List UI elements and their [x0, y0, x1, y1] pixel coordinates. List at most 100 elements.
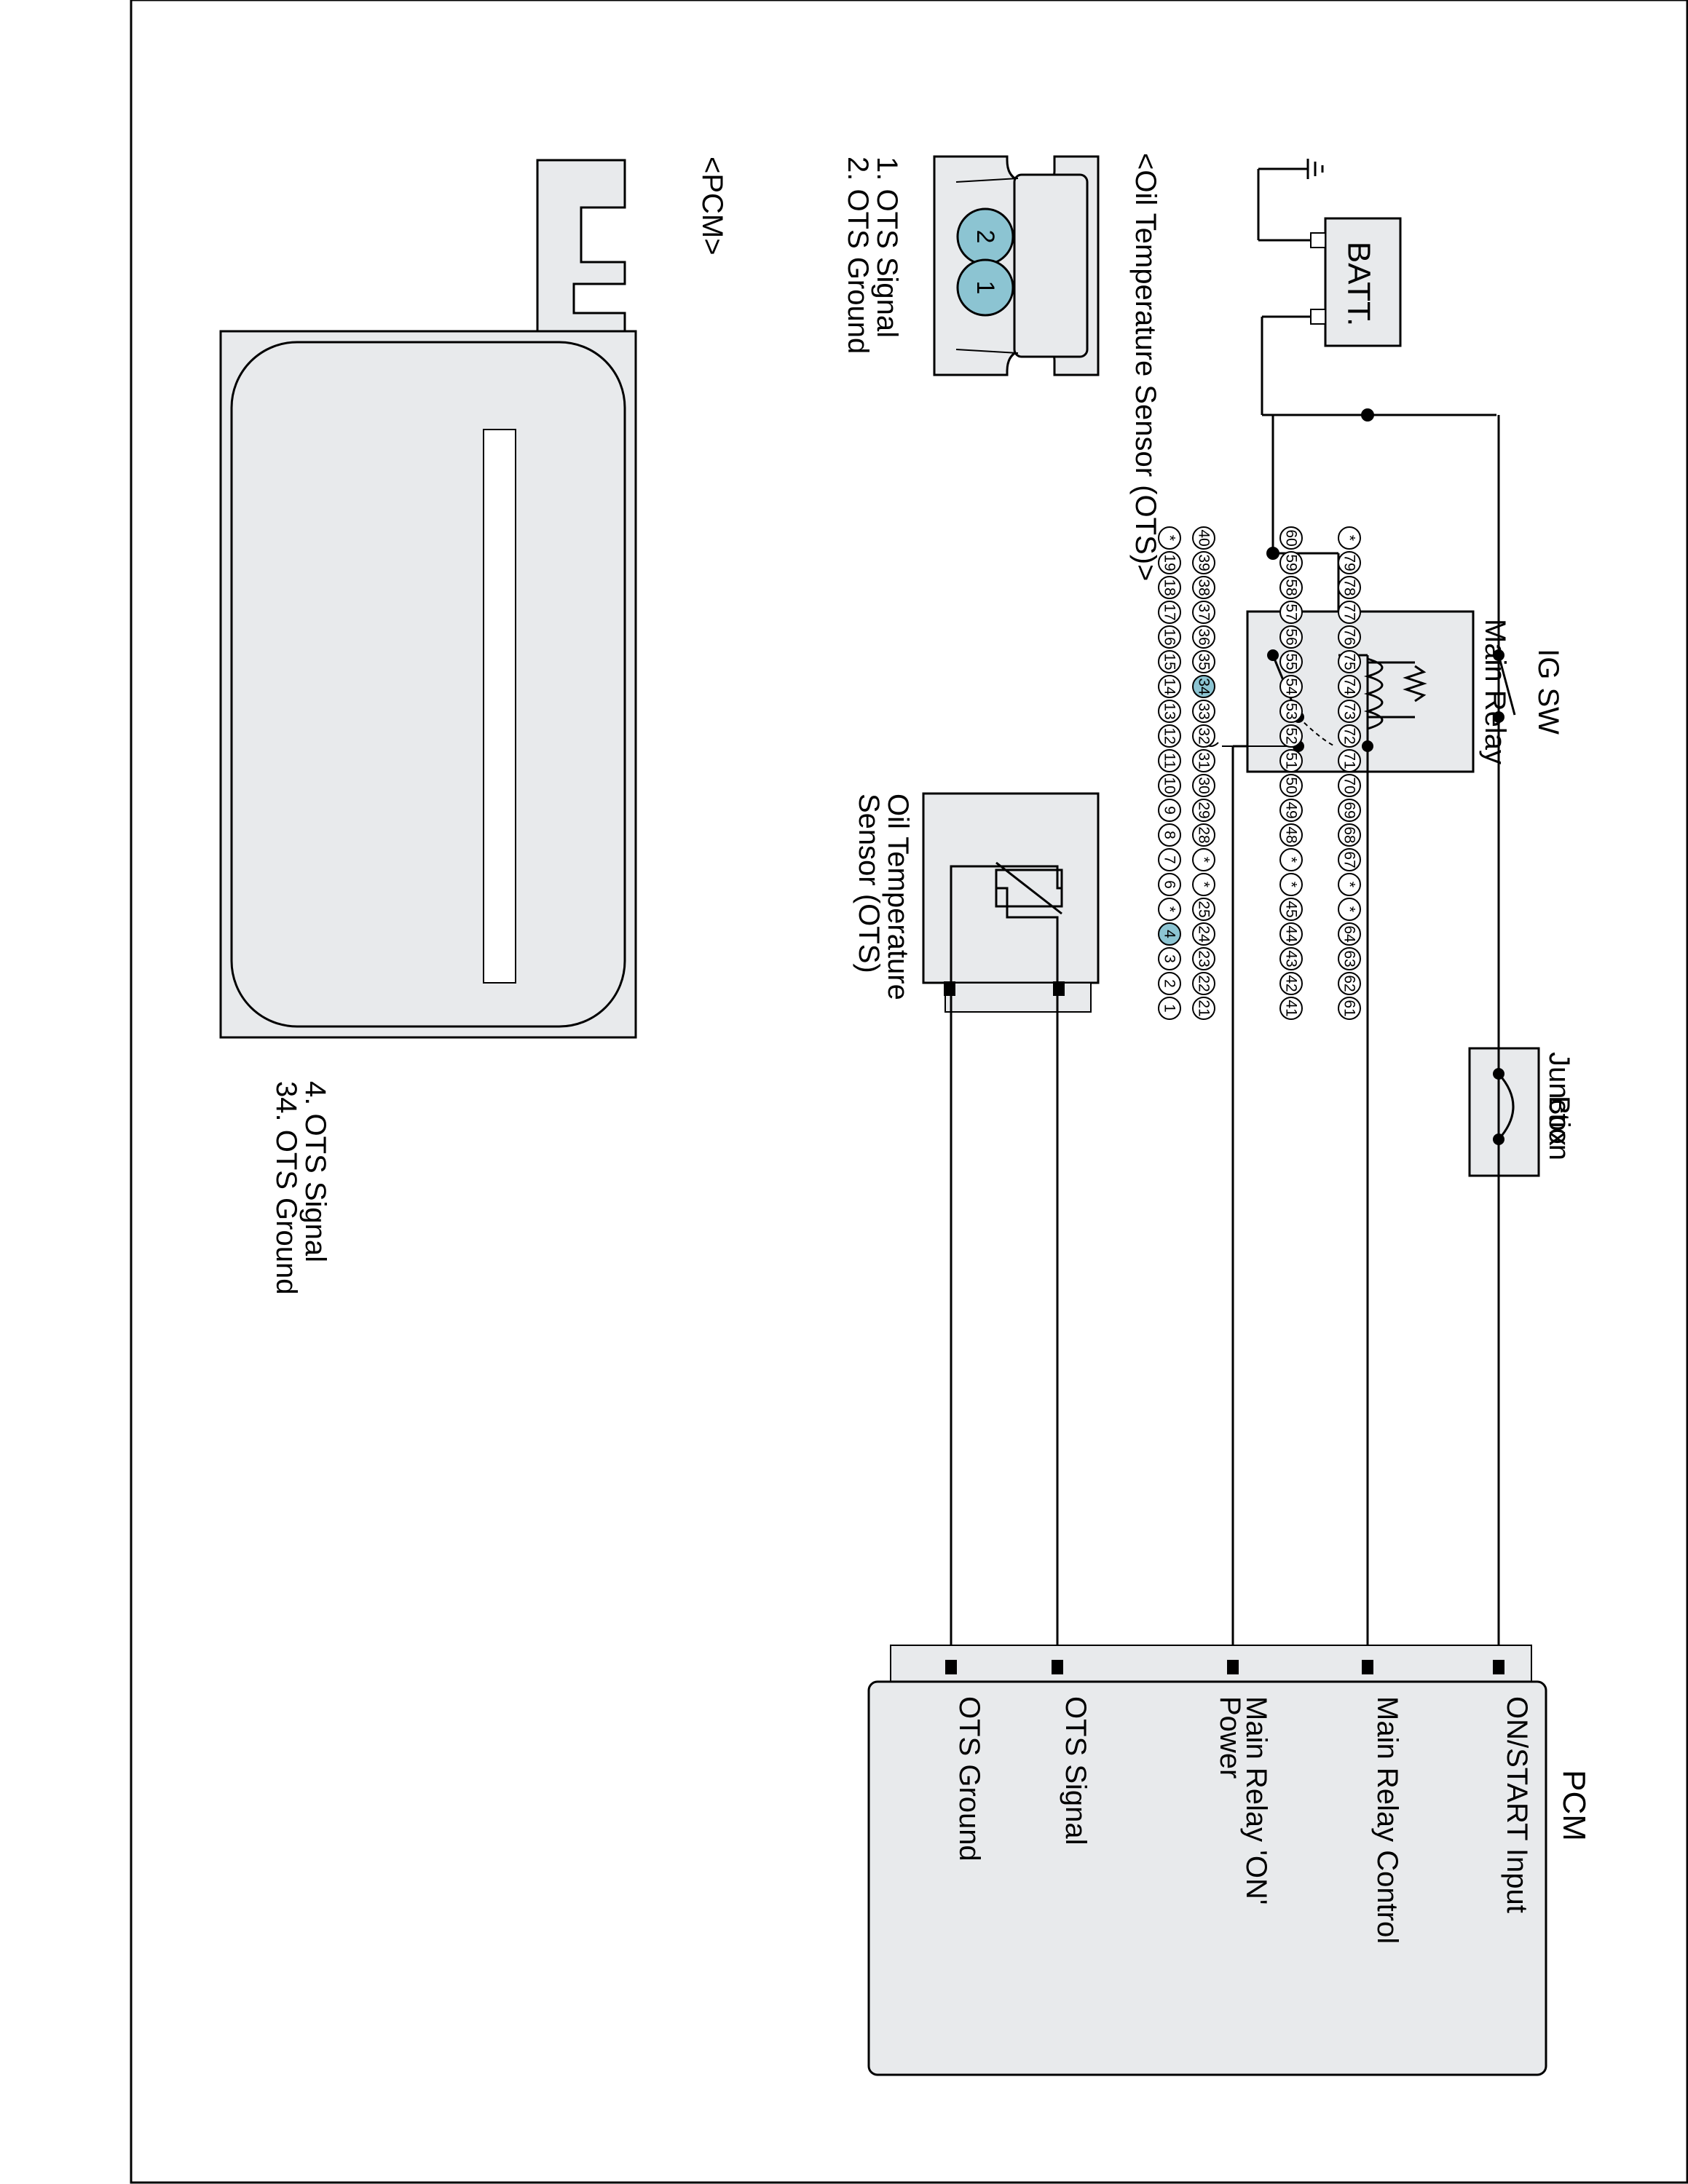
- pcm-terminal-main-relay-on: Main Relay 'ON': [1240, 1696, 1272, 1904]
- pcm-pin-label: 2: [1162, 979, 1178, 988]
- pcm-pin-label: 61: [1341, 1000, 1358, 1016]
- ots-label-1: Oil Temperature: [882, 794, 914, 1000]
- pcm-pin: [1158, 774, 1181, 797]
- page-frame: [130, 0, 1688, 2184]
- pcm-pin: [1192, 650, 1215, 673]
- ots-pin-1-label: 1: [971, 281, 999, 295]
- pcm-pin-label: 78: [1341, 579, 1358, 596]
- pcm-pin: [1158, 526, 1181, 550]
- main-relay-label: Main Relay: [1479, 619, 1511, 764]
- pcm-pin-label: 72: [1341, 727, 1358, 744]
- pcm-pin-label: 62: [1341, 975, 1358, 992]
- pcm-pin: [1279, 873, 1303, 896]
- pcm-pin: [1192, 823, 1215, 847]
- pcm-pin: [1338, 997, 1361, 1020]
- pcm-pin-label: 64: [1341, 925, 1358, 943]
- pcm-pin: [1192, 922, 1215, 946]
- pcm-pin: [1192, 898, 1215, 921]
- pcm-pin-label: 31: [1196, 752, 1212, 769]
- pcm-pin: [1192, 675, 1215, 698]
- pcm-pin-label: 60: [1283, 529, 1300, 546]
- pcm-pin-label: 22: [1196, 975, 1212, 992]
- pcm-pin: [1338, 947, 1361, 970]
- pcm-pin: [1158, 848, 1181, 871]
- pcm-pin-label: 12: [1162, 727, 1178, 744]
- pcm-pin-label: 24: [1196, 925, 1212, 943]
- pcm-pin: [1158, 576, 1181, 599]
- pcm-box: PCM ON/START Input Main Relay Control Ma…: [867, 1645, 1592, 2076]
- pcm-pin-label: 48: [1283, 826, 1300, 843]
- pcm-pin-label: 74: [1341, 678, 1358, 695]
- pcm-pin: [1158, 601, 1181, 624]
- pcm-pin-label: *: [1341, 535, 1358, 541]
- pcm-pin-label: 77: [1341, 604, 1358, 620]
- pcm-pin-label: 40: [1196, 529, 1212, 546]
- pcm-terminal-power: Power: [1214, 1696, 1246, 1779]
- pcm-pin-label: 10: [1162, 777, 1178, 794]
- pcm-pin-label: 37: [1196, 604, 1212, 620]
- ig-switch: IG SW: [1493, 649, 1564, 735]
- pcm-pin-label: *: [1162, 906, 1178, 912]
- pcm-pin-label: 54: [1283, 678, 1300, 695]
- junction-box-label-1: Junction: [1543, 1052, 1575, 1160]
- pcm-pin-label: 57: [1283, 604, 1300, 620]
- pcm-pin: [1338, 650, 1361, 673]
- pcm-pin-label: 11: [1162, 753, 1178, 769]
- pcm-pin: [1158, 675, 1181, 698]
- pcm-pin-label: 49: [1283, 802, 1300, 818]
- pcm-pin: [1158, 972, 1181, 995]
- pcm-pin: [1158, 898, 1181, 921]
- pcm-pin-label: 14: [1162, 678, 1178, 695]
- pcm-pin: [1338, 724, 1361, 748]
- pcm-pin: [1158, 625, 1181, 649]
- pcm-pin: [1158, 997, 1181, 1020]
- pcm-pin-label: 41: [1283, 1000, 1300, 1016]
- pcm-pin-label: *: [1196, 882, 1212, 887]
- pcm-connector: <PCM> 1234*678910111213141516171819*2122…: [219, 157, 1361, 1294]
- pcm-pin-label: 7: [1162, 855, 1178, 864]
- pcm-pin-label: 13: [1162, 703, 1178, 719]
- pcm-pin-label: 68: [1341, 826, 1358, 843]
- pcm-pin: [1192, 997, 1215, 1020]
- pcm-pin-label: 76: [1341, 628, 1358, 645]
- pcm-pin: [1279, 823, 1303, 847]
- pcm-pin: [1192, 724, 1215, 748]
- pcm-pin: [1158, 724, 1181, 748]
- pcm-pin-label: 28: [1196, 826, 1212, 843]
- pcm-pin-label: 71: [1341, 752, 1358, 769]
- pcm-pin-label: 44: [1283, 925, 1300, 943]
- pcm-pin: [1338, 749, 1361, 772]
- pcm-pin-label: 69: [1341, 802, 1358, 818]
- pcm-pin: [1279, 576, 1303, 599]
- pcm-connector-key: [483, 429, 516, 984]
- pcm-pin: [1338, 675, 1361, 698]
- pcm-pin-label: 36: [1196, 628, 1212, 645]
- pcm-pin-label: 3: [1162, 954, 1178, 963]
- pcm-pin-label: 43: [1283, 950, 1300, 967]
- pcm-pin-label: 29: [1196, 802, 1212, 818]
- pcm-pin-label: *: [1341, 906, 1358, 912]
- ots-legend-2: 2. OTS Ground: [842, 157, 874, 354]
- pcm-pin: [1158, 922, 1181, 946]
- pcm-pin-label: 15: [1162, 653, 1178, 670]
- pcm-pin: [1338, 625, 1361, 649]
- pcm-pin: [1279, 947, 1303, 970]
- pcm-pin: [1279, 625, 1303, 649]
- pcm-pin-label: 55: [1283, 653, 1300, 670]
- ots-sensor: Oil Temperature Sensor (OTS): [853, 792, 1100, 1013]
- pcm-pin: [1279, 774, 1303, 797]
- pcm-pin: [1279, 898, 1303, 921]
- pcm-pin-label: *: [1162, 535, 1178, 541]
- pcm-pin: [1338, 526, 1361, 550]
- pcm-pin-label: 16: [1162, 628, 1178, 645]
- pcm-pin-label: 23: [1196, 950, 1212, 967]
- junction-box-label-2: Box: [1543, 1096, 1575, 1146]
- ig-sw-label: IG SW: [1532, 649, 1564, 735]
- pcm-pin-label: 4: [1162, 930, 1178, 938]
- pcm-pin: [1279, 848, 1303, 871]
- pcm-pin-label: 51: [1283, 752, 1300, 769]
- pcm-pin: [1158, 650, 1181, 673]
- pcm-pin: [1158, 873, 1181, 896]
- pcm-pin-label: 58: [1283, 579, 1300, 596]
